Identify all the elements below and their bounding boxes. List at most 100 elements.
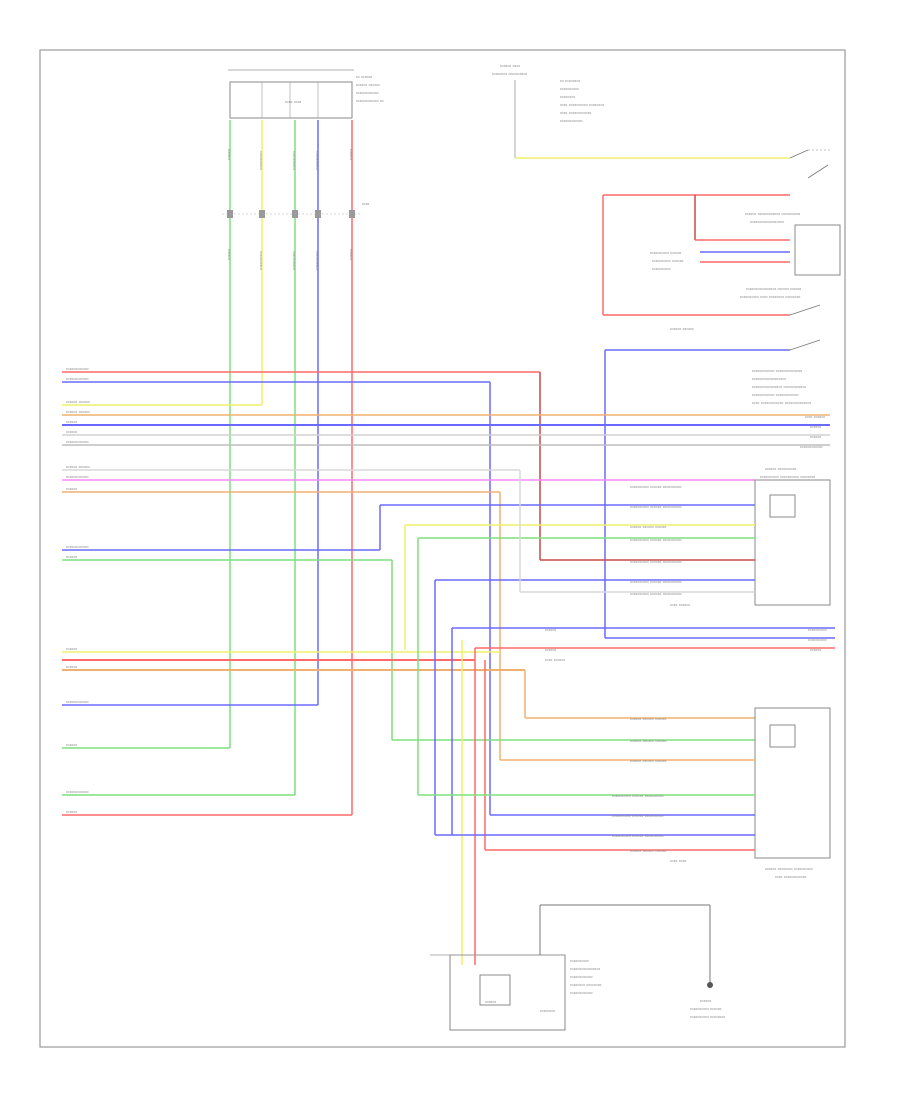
fuse-relay-block: ▭▭▭ ▭▭ ▭▭▭▭ ▭▭▭▭▭ ▭ ▭▭▭▭ ▭▭▭▭▭ ▭▭▭▭ ▭▭ ▭… xyxy=(492,63,790,159)
svg-text:▭▭▭▭▭: ▭▭▭▭▭ xyxy=(291,251,296,270)
svg-text:▭▭▭▭▭: ▭▭▭▭▭ xyxy=(570,958,589,963)
svg-text:▭▭▭ ▭▭▭: ▭▭▭ ▭▭▭ xyxy=(66,464,90,469)
svg-text:▭▭▭▭▭ ▭▭▭ ▭▭▭▭▭: ▭▭▭▭▭ ▭▭▭ ▭▭▭▭▭ xyxy=(612,813,664,818)
svg-text:▭▭▭ ▭▭▭: ▭▭▭ ▭▭▭ xyxy=(66,409,90,414)
svg-text:▭▭▭▭▭ ▭▭▭: ▭▭▭▭▭ ▭▭▭ xyxy=(690,1006,722,1011)
door-lock-switch-right: ▭▭▭ ▭▭▭▭▭▭ ▭▭▭▭▭ ▭▭▭▭▭▭▭▭▭ ▭▭▭▭▭ ▭▭▭ ▭▭▭… xyxy=(602,149,841,351)
svg-text:▭▭ ▭▭▭▭▭▭: ▭▭ ▭▭▭▭▭▭ xyxy=(560,110,592,115)
vertical-wire-labels: ▭▭▭ ▭▭▭▭▭ ▭▭▭▭▭ ▭▭▭▭▭ ▭▭▭ ▭▭▭ ▭▭▭▭▭ ▭▭▭▭… xyxy=(226,148,353,270)
svg-text:▭▭▭▭▭ ▭▭▭▭: ▭▭▭▭▭ ▭▭▭▭ xyxy=(690,1014,726,1019)
svg-text:▭▭ ▭▭▭: ▭▭ ▭▭▭ xyxy=(670,602,690,607)
svg-text:▭▭▭▭▭ ▭▭▭▭▭ ▭▭▭▭: ▭▭▭▭▭ ▭▭▭▭▭ ▭▭▭▭ xyxy=(760,474,816,479)
svg-text:▭▭▭▭▭▭: ▭▭▭▭▭▭ xyxy=(66,544,89,549)
svg-text:▭▭▭▭▭: ▭▭▭▭▭ xyxy=(560,86,579,91)
svg-text:▭▭▭▭▭▭: ▭▭▭▭▭▭ xyxy=(570,974,593,979)
svg-text:▭▭▭▭▭▭: ▭▭▭▭▭▭ xyxy=(66,366,89,371)
horizontal-bus xyxy=(62,371,830,816)
svg-text:▭▭▭: ▭▭▭ xyxy=(226,148,231,160)
svg-text:▭▭▭▭▭▭▭▭▭: ▭▭▭▭▭▭▭▭▭ xyxy=(752,376,786,381)
svg-text:▭▭▭▭▭ ▭▭▭ ▭▭▭▭▭: ▭▭▭▭▭ ▭▭▭ ▭▭▭▭▭ xyxy=(612,793,664,798)
svg-text:▭▭▭▭▭▭: ▭▭▭▭▭▭ xyxy=(356,90,379,95)
svg-text:▭▭▭: ▭▭▭ xyxy=(485,999,497,1004)
svg-text:▭▭▭▭▭ ▭▭ ▭▭▭▭ ▭▭▭▭: ▭▭▭▭▭ ▭▭ ▭▭▭▭ ▭▭▭▭ xyxy=(740,294,801,299)
lock-control-module: ▭▭▭ ▭▭▭▭▭ ▭▭▭▭▭▭▭▭ ▭▭▭▭▭▭ ▭▭▭▭ ▭▭▭▭ ▭▭▭▭… xyxy=(430,904,710,1031)
svg-text:▭▭▭: ▭▭▭ xyxy=(66,554,78,559)
door-lock-actuator-right-front: ▭▭▭ ▭▭▭▭▭ ▭▭▭▭▭ ▭▭▭▭▭ ▭▭▭▭ ▭▭▭▭▭ ▭▭▭ ▭▭▭… xyxy=(404,466,831,835)
svg-text:▭▭▭▭▭▭: ▭▭▭▭▭▭ xyxy=(800,444,823,449)
svg-text:▭▭▭ ▭▭▭: ▭▭▭ ▭▭▭ xyxy=(356,82,380,87)
svg-text:▭▭▭▭▭▭▭▭: ▭▭▭▭▭▭▭▭ xyxy=(570,966,600,971)
svg-text:▭▭▭▭▭: ▭▭▭▭▭ xyxy=(808,637,827,642)
svg-text:▭▭▭▭▭▭: ▭▭▭▭▭▭ xyxy=(560,118,583,123)
svg-text:▭▭▭: ▭▭▭ xyxy=(66,809,78,814)
svg-text:▭▭▭▭▭ ▭▭▭: ▭▭▭▭▭ ▭▭▭ xyxy=(652,258,684,263)
svg-text:▭▭ ▭▭: ▭▭ ▭▭ xyxy=(670,858,687,863)
svg-text:▭▭▭: ▭▭▭ xyxy=(66,664,78,669)
svg-text:▭▭▭: ▭▭▭ xyxy=(545,627,557,632)
svg-text:▭▭▭▭▭▭▭▭▭: ▭▭▭▭▭▭▭▭▭ xyxy=(750,219,784,224)
svg-text:▭▭▭: ▭▭▭ xyxy=(700,998,712,1003)
top-connector-wires: ▭▭ xyxy=(222,120,370,815)
svg-text:▭▭▭ ▭▭▭ ▭▭▭: ▭▭▭ ▭▭▭ ▭▭▭ xyxy=(630,758,667,763)
svg-text:▭▭▭▭▭ ▭▭▭ ▭▭▭▭▭: ▭▭▭▭▭ ▭▭▭ ▭▭▭▭▭ xyxy=(630,504,682,509)
svg-text:▭▭▭: ▭▭▭ xyxy=(66,429,78,434)
svg-text:▭▭ ▭▭▭▭▭▭ ▭▭▭▭▭▭▭: ▭▭ ▭▭▭▭▭▭ ▭▭▭▭▭▭▭ xyxy=(752,400,811,405)
svg-text:▭▭▭▭▭▭: ▭▭▭▭▭▭ xyxy=(66,474,89,479)
svg-text:▭▭▭▭ ▭▭▭▭▭: ▭▭▭▭ ▭▭▭▭▭ xyxy=(492,71,528,76)
diagram-frame xyxy=(39,49,846,1048)
svg-text:▭▭▭ ▭▭▭▭▭▭ ▭▭▭▭▭: ▭▭▭ ▭▭▭▭▭▭ ▭▭▭▭▭ xyxy=(745,211,801,216)
svg-text:▭▭▭▭▭▭ ▭: ▭▭▭▭▭▭ ▭ xyxy=(356,98,384,103)
door-lock-actuator-left-front: ▭▭▭ ▭▭▭ ▭▭▭ ▭▭▭ ▭▭▭ ▭▭▭ ▭▭▭ ▭▭▭ ▭▭▭ ▭▭▭▭… xyxy=(418,707,831,879)
svg-text:▭▭▭ ▭▭▭ ▭▭▭: ▭▭▭ ▭▭▭ ▭▭▭ xyxy=(630,716,667,721)
svg-text:▭▭▭▭: ▭▭▭▭ xyxy=(540,1008,555,1013)
svg-text:▭▭▭▭▭▭: ▭▭▭▭▭▭ xyxy=(570,990,593,995)
svg-text:▭▭▭▭▭▭ ▭▭▭▭▭▭: ▭▭▭▭▭▭ ▭▭▭▭▭▭ xyxy=(752,392,799,397)
svg-text:▭▭▭ ▭▭▭ ▭▭▭: ▭▭▭ ▭▭▭ ▭▭▭ xyxy=(630,848,667,853)
svg-text:▭▭▭▭: ▭▭▭▭ xyxy=(560,94,575,99)
svg-text:▭▭▭: ▭▭▭ xyxy=(810,647,822,652)
svg-text:▭▭▭▭▭: ▭▭▭▭▭ xyxy=(314,151,319,170)
svg-text:▭▭ ▭▭▭▭▭▭: ▭▭ ▭▭▭▭▭▭ xyxy=(775,874,807,879)
svg-text:▭▭▭: ▭▭▭ xyxy=(66,486,78,491)
svg-text:▭▭▭▭▭ ▭▭▭ ▭▭▭▭▭: ▭▭▭▭▭ ▭▭▭ ▭▭▭▭▭ xyxy=(630,591,682,596)
svg-text:▭▭▭▭▭ ▭▭▭: ▭▭▭▭▭ ▭▭▭ xyxy=(650,250,682,255)
svg-text:▭▭▭▭▭: ▭▭▭▭▭ xyxy=(258,151,263,170)
svg-text:▭▭▭▭▭: ▭▭▭▭▭ xyxy=(808,627,827,632)
svg-text:▭▭▭▭▭▭ ▭▭▭▭▭▭▭: ▭▭▭▭▭▭ ▭▭▭▭▭▭▭ xyxy=(752,368,803,373)
left-wire-labels: ▭▭▭▭▭▭ ▭▭▭▭▭▭ ▭▭▭ ▭▭▭ ▭▭▭ ▭▭▭ ▭▭▭ ▭▭▭ ▭▭… xyxy=(66,366,90,814)
svg-text:▭▭▭ ▭▭▭ ▭▭▭: ▭▭▭ ▭▭▭ ▭▭▭ xyxy=(630,524,667,529)
right-wire-labels: ▭▭ ▭▭▭ ▭▭▭ ▭▭▭ ▭▭▭▭▭▭ ▭▭▭▭▭ ▭▭▭▭▭ ▭▭▭ xyxy=(800,414,827,652)
svg-text:▭▭▭: ▭▭▭ xyxy=(226,248,231,260)
svg-text:▭▭▭▭ ▭▭▭▭: ▭▭▭▭ ▭▭▭▭ xyxy=(570,982,602,987)
svg-text:▭▭▭: ▭▭▭ xyxy=(810,424,822,429)
svg-text:▭▭▭ ▭▭: ▭▭▭ ▭▭ xyxy=(500,63,520,68)
svg-text:▭▭▭▭▭: ▭▭▭▭▭ xyxy=(652,266,671,271)
svg-text:▭▭▭ ▭▭▭▭▭: ▭▭▭ ▭▭▭▭▭ xyxy=(765,466,797,471)
top-junction-connector: ▭ ▭▭▭ ▭▭▭ ▭▭▭ ▭▭▭▭▭▭ ▭▭▭▭▭▭ ▭ ▭▭ ▭▭ xyxy=(228,69,384,119)
svg-text:▭▭▭▭▭▭▭▭ ▭▭▭ ▭▭▭: ▭▭▭▭▭▭▭▭ ▭▭▭ ▭▭▭ xyxy=(746,286,802,291)
svg-text:▭▭▭▭▭: ▭▭▭▭▭ xyxy=(291,151,296,170)
svg-text:▭▭ ▭▭▭: ▭▭ ▭▭▭ xyxy=(545,657,565,662)
svg-text:▭▭▭: ▭▭▭ xyxy=(545,647,557,652)
svg-text:▭▭▭▭▭ ▭▭▭ ▭▭▭▭▭: ▭▭▭▭▭ ▭▭▭ ▭▭▭▭▭ xyxy=(612,833,664,838)
svg-text:▭▭ ▭▭: ▭▭ ▭▭ xyxy=(285,99,302,104)
svg-text:▭▭▭: ▭▭▭ xyxy=(348,248,353,260)
svg-text:▭▭▭: ▭▭▭ xyxy=(66,646,78,651)
svg-text:▭ ▭▭▭: ▭ ▭▭▭ xyxy=(356,74,373,79)
svg-text:▭▭▭▭▭ ▭▭▭ ▭▭▭▭▭: ▭▭▭▭▭ ▭▭▭ ▭▭▭▭▭ xyxy=(630,579,682,584)
svg-text:▭▭▭▭▭: ▭▭▭▭▭ xyxy=(314,251,319,270)
svg-text:▭▭▭ ▭▭▭: ▭▭▭ ▭▭▭ xyxy=(66,399,90,404)
svg-text:▭▭▭▭▭ ▭▭▭ ▭▭▭▭▭: ▭▭▭▭▭ ▭▭▭ ▭▭▭▭▭ xyxy=(630,484,682,489)
ground-point: ▭▭▭ ▭▭▭▭▭ ▭▭▭ ▭▭▭▭▭ ▭▭▭▭ xyxy=(690,905,726,1019)
svg-text:▭▭: ▭▭ xyxy=(362,201,370,206)
svg-text:▭▭▭▭▭: ▭▭▭▭▭ xyxy=(258,251,263,270)
svg-text:▭▭▭: ▭▭▭ xyxy=(810,434,822,439)
svg-text:▭▭▭▭▭▭: ▭▭▭▭▭▭ xyxy=(66,376,89,381)
svg-text:▭▭▭▭▭ ▭▭▭ ▭▭▭▭▭: ▭▭▭▭▭ ▭▭▭ ▭▭▭▭▭ xyxy=(630,559,682,564)
svg-text:▭▭ ▭▭▭▭▭ ▭▭▭▭: ▭▭ ▭▭▭▭▭ ▭▭▭▭ xyxy=(560,102,604,107)
svg-text:▭▭ ▭▭▭: ▭▭ ▭▭▭ xyxy=(805,414,825,419)
svg-text:▭▭▭▭▭ ▭▭▭ ▭▭▭▭▭: ▭▭▭▭▭ ▭▭▭ ▭▭▭▭▭ xyxy=(630,537,682,542)
svg-text:▭▭▭: ▭▭▭ xyxy=(66,419,78,424)
svg-text:▭▭▭ ▭▭▭ ▭▭▭: ▭▭▭ ▭▭▭ ▭▭▭ xyxy=(630,738,667,743)
